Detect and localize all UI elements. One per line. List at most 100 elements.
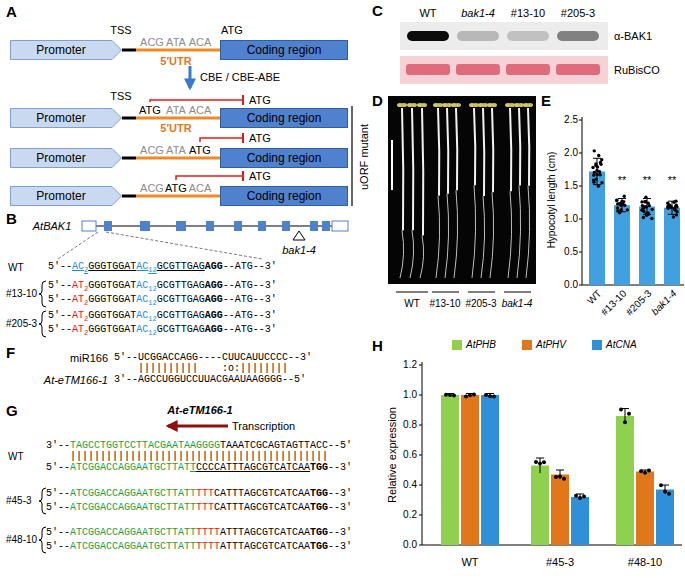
annotation: WT — [461, 557, 478, 568]
annotation: WT — [419, 8, 436, 19]
sequence-run: 5′-- — [48, 294, 72, 305]
annotation: α-BAK1 — [614, 31, 652, 42]
data-point — [598, 170, 601, 173]
data-point — [538, 461, 542, 465]
sequence-text: 5′--AT2GGGTGGATAC12GCGTTGAGAGG--ATG--3′ — [48, 281, 277, 293]
legend-swatch — [592, 340, 602, 350]
sequence-text: 5′--UCGGACCAGG----CUUCAUUCCCC--3′ — [114, 353, 312, 363]
cotyledon — [491, 103, 497, 107]
category-label: bak1-4 — [650, 288, 679, 317]
promoter-outline — [11, 109, 122, 128]
exon — [234, 221, 242, 231]
data-point — [615, 198, 618, 201]
exon — [282, 221, 290, 231]
data-point — [645, 214, 648, 217]
data-point — [582, 494, 586, 498]
sequence-run: AC — [72, 261, 84, 272]
data-point — [558, 475, 562, 479]
sequence-run: GCGTTGAG — [157, 280, 205, 291]
node-label: Coding region — [247, 112, 322, 124]
ponceau-membrane — [400, 56, 608, 84]
legend-label: AtPHV — [536, 340, 566, 350]
sequence-text: 5′--AT2GGGTGGATAC12GCGTTGAGAGG--ATG--3′ — [48, 295, 277, 307]
bar — [589, 171, 605, 285]
hypocotyl — [438, 108, 439, 196]
data-point — [644, 195, 647, 198]
data-point — [675, 213, 678, 216]
codon-label: ACG — [140, 183, 164, 194]
sequence-run: 2 — [84, 329, 88, 337]
sequence-text: 5′--ATCGGACCAGGAATGCTTATTTTTCATTTAGCGTCA… — [46, 503, 352, 513]
group-underline — [504, 292, 531, 293]
brace — [39, 311, 46, 337]
sequence-text: 5′--ATCGGACCAGGAATGCTTATTTTTTATTTAGCGTCA… — [46, 528, 352, 538]
data-point — [574, 494, 578, 498]
protein-band — [407, 31, 449, 41]
utr-label: 5′UTR — [160, 123, 191, 134]
sequence-run: TAAATCGCAGTAGTTACC--5′ — [220, 440, 352, 451]
tick-label: WT — [404, 299, 420, 309]
data-point — [542, 460, 546, 464]
sequence-run: 12 — [148, 266, 156, 274]
tick — [419, 515, 422, 516]
transcription-arrow — [168, 425, 228, 428]
sequence-run: TTTT — [196, 541, 220, 552]
data-point — [623, 204, 626, 207]
annotation: ATG — [189, 145, 211, 156]
tick-label: 2.5 — [564, 115, 578, 125]
sequence-run: AGG — [205, 261, 223, 272]
data-point — [593, 149, 596, 152]
data-point — [591, 166, 594, 169]
bar — [639, 206, 655, 285]
data-point — [578, 496, 582, 500]
sequence-run: GCGTTGAG — [157, 324, 205, 335]
node-label: Promoter — [36, 44, 85, 56]
cotyledon — [411, 103, 417, 107]
category-label: WT — [585, 288, 603, 306]
sequence-run: 12 — [148, 299, 156, 307]
sequence-text: 3′--AGCCUGGUCCUUACGAAUAAGGGG--5′ — [114, 375, 306, 385]
tick-label: 0.5 — [564, 247, 578, 257]
tick-label: 1.2 — [403, 360, 417, 370]
sequence-run: TGG — [310, 502, 328, 513]
annotation: ** — [643, 175, 652, 186]
tick — [579, 252, 582, 253]
sequence-run: AT — [72, 310, 84, 321]
data-point — [448, 393, 452, 397]
promoter-arrow: Promoter — [10, 108, 122, 128]
tick-label: 0.0 — [403, 540, 417, 550]
sequence-run: TTTT — [196, 527, 220, 538]
legend-entry: AtPHB — [452, 339, 496, 351]
protein-band — [557, 31, 599, 41]
root — [517, 186, 521, 278]
tick-label: #205-3 — [465, 299, 496, 309]
data-point — [464, 394, 468, 398]
data-point — [534, 460, 538, 464]
annotation: Transcription — [232, 421, 295, 432]
data-point — [619, 208, 622, 211]
bar — [531, 466, 549, 546]
sequence-run: 12 — [148, 329, 156, 337]
bar — [656, 490, 674, 546]
data-point — [619, 407, 623, 411]
data-point — [648, 204, 651, 207]
hypocotyl — [447, 108, 448, 194]
group-underline — [396, 292, 428, 293]
sequence-run: TGG — [310, 462, 328, 473]
sequence-run: 12 — [148, 285, 156, 293]
sequence-text: 5′--ATCGGACCAGGAATGCTTATTTTTCATTTAGCGTCA… — [46, 489, 352, 499]
data-point — [596, 173, 599, 176]
error-cap — [593, 184, 601, 185]
sequence-run: TTT — [196, 488, 214, 499]
group-underline — [468, 292, 495, 293]
hypocotyl — [422, 108, 423, 235]
sequence-run: AGG — [205, 310, 223, 321]
tick — [419, 395, 422, 396]
sequence-run: 5′-- — [46, 541, 70, 552]
brace — [39, 488, 46, 514]
codon-label: ACA — [189, 37, 212, 48]
sequence-run: TGG — [310, 541, 328, 552]
y-axis — [422, 362, 423, 545]
hypocotyl — [412, 108, 413, 230]
stop-bar — [242, 133, 244, 143]
